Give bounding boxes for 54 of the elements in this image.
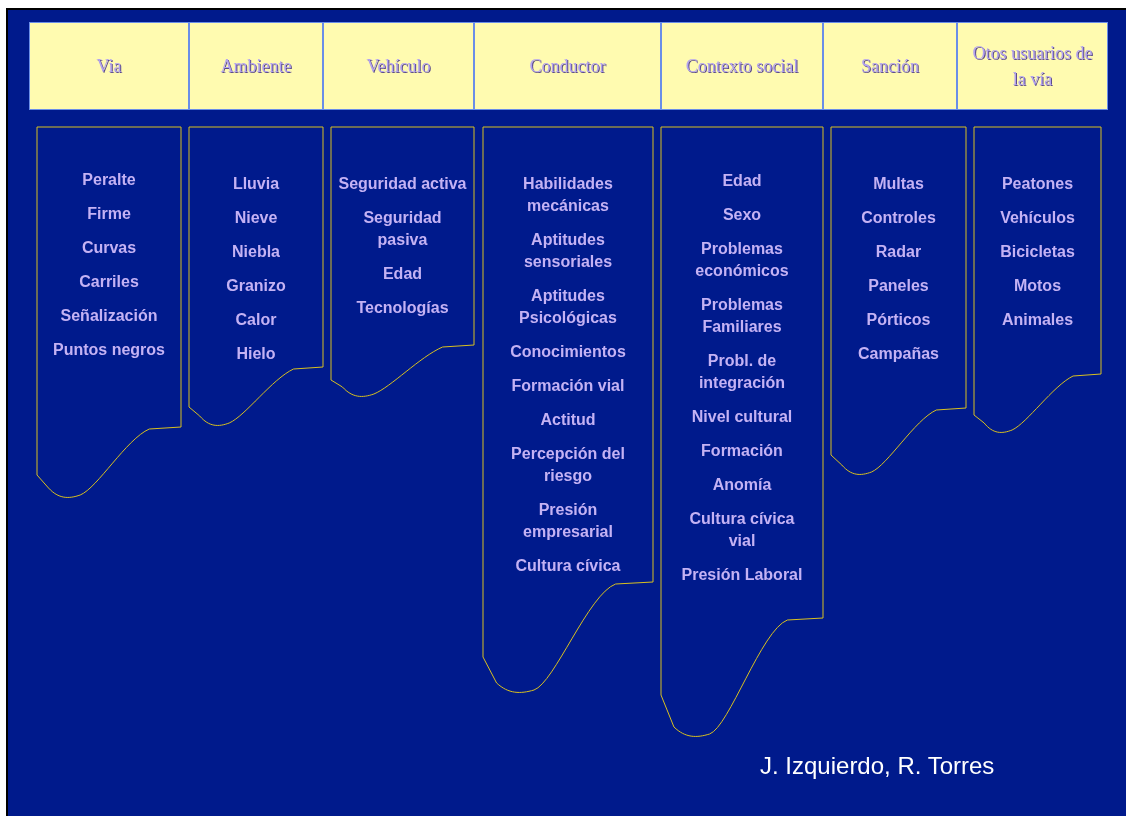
- list-item: Puntos negros: [53, 340, 165, 360]
- list-item: Multas: [873, 174, 924, 194]
- column-header: Sanción: [823, 22, 957, 110]
- list-item: Radar: [875, 242, 922, 262]
- list-item: Niebla: [232, 242, 280, 262]
- list-item: Problemas Familiares: [700, 295, 784, 337]
- list-item: Presión Laboral: [681, 565, 803, 585]
- column-header: Ambiente: [189, 22, 323, 110]
- list-item: Problemas económicos: [694, 239, 790, 281]
- list-item: Animales: [1001, 310, 1074, 330]
- column-header: Otos usuarios de la vía: [957, 22, 1108, 110]
- list-item: Sexo: [722, 205, 762, 225]
- list-item: Cultura cívica: [515, 556, 621, 576]
- author-credit: J. Izquierdo, R. Torres: [760, 752, 995, 780]
- list-item: Granizo: [226, 276, 286, 296]
- column-header: Conductor: [474, 22, 661, 110]
- list-item: Edad: [382, 264, 423, 284]
- list-item: Aptitudes sensoriales: [522, 230, 614, 272]
- list-item: Presión empresarial: [522, 500, 614, 542]
- list-item: Nieve: [234, 208, 278, 228]
- list-item: Carriles: [79, 272, 139, 292]
- list-item: Anomía: [712, 475, 772, 495]
- list-item: Hielo: [236, 344, 276, 364]
- list-item: Vehículos: [1000, 208, 1075, 228]
- list-item: Campañas: [858, 344, 939, 364]
- list-item: Formación vial: [511, 376, 625, 396]
- list-item: Calor: [235, 310, 277, 330]
- list-item: Peatones: [1001, 174, 1074, 194]
- column-header: Vehículo: [323, 22, 474, 110]
- list-item: Edad: [722, 171, 762, 191]
- list-item: Probl. de integración: [697, 351, 787, 393]
- list-item: Paneles: [868, 276, 929, 296]
- list-item: Bicicletas: [1000, 242, 1075, 262]
- list-item: Habilidades mecánicas: [522, 174, 614, 216]
- list-item: Tecnologías: [356, 298, 449, 318]
- column-header: Via: [29, 22, 189, 110]
- list-item: Seguridad activa: [338, 174, 467, 194]
- list-item: Firme: [87, 204, 131, 224]
- list-item: Conocimientos: [510, 342, 626, 362]
- list-item: Peralte: [82, 170, 136, 190]
- list-item: Señalización: [60, 306, 158, 326]
- column-header: Contexto social: [661, 22, 823, 110]
- list-item: Controles: [861, 208, 936, 228]
- list-item: Actitud: [540, 410, 596, 430]
- list-item: Motos: [1013, 276, 1062, 296]
- list-item: Percepción del riesgo: [510, 444, 626, 486]
- list-item: Aptitudes Psicológicas: [518, 286, 618, 328]
- list-item: Curvas: [81, 238, 137, 258]
- list-item: Seguridad pasiva: [362, 208, 443, 250]
- list-item: Formación: [701, 441, 783, 461]
- list-item: Cultura cívica vial: [688, 509, 796, 551]
- list-item: Pórticos: [866, 310, 931, 330]
- list-item: Lluvia: [232, 174, 280, 194]
- list-item: Nivel cultural: [691, 407, 793, 427]
